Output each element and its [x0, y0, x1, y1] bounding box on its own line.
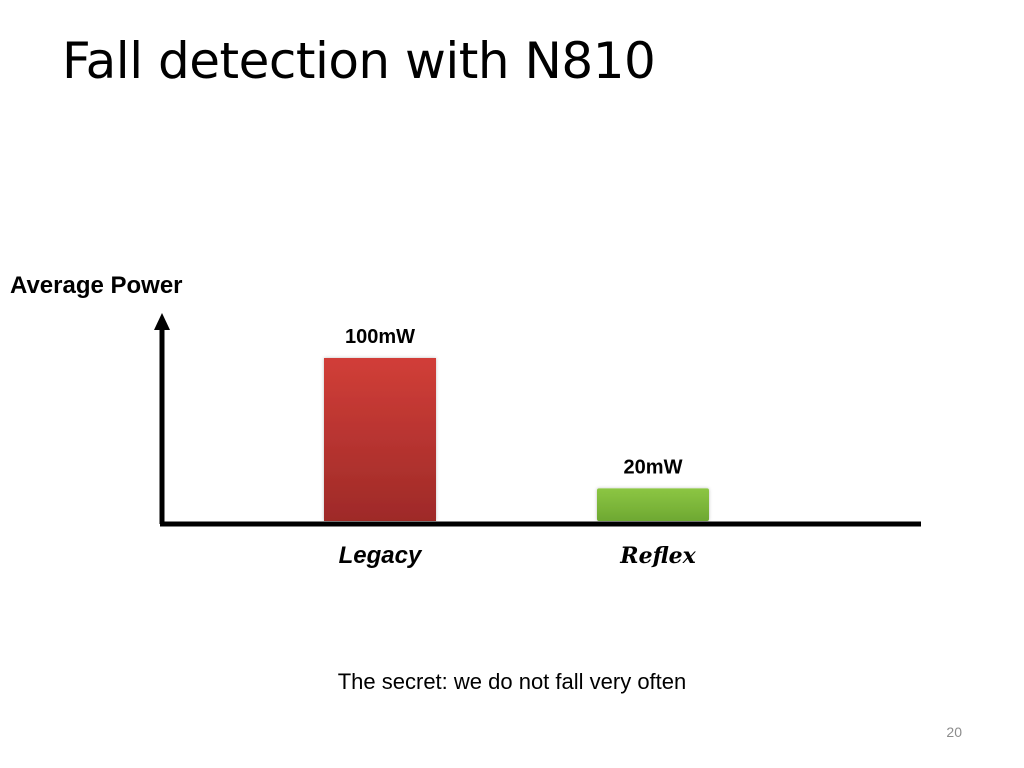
- value-label-legacy: 100mW: [345, 326, 415, 348]
- slide-title: Fall detection with N810: [62, 32, 656, 90]
- category-label-reflex: Reflex: [619, 543, 696, 569]
- category-label-legacy: Legacy: [339, 542, 423, 569]
- y-axis-arrow: [154, 313, 170, 330]
- y-axis-label: Average Power: [10, 272, 183, 299]
- value-label-reflex: 20mW: [624, 456, 683, 478]
- bar-legacy: [324, 358, 436, 521]
- bar-reflex: [597, 488, 709, 521]
- caption: The secret: we do not fall very often: [337, 669, 687, 694]
- page-number: 20: [946, 724, 962, 740]
